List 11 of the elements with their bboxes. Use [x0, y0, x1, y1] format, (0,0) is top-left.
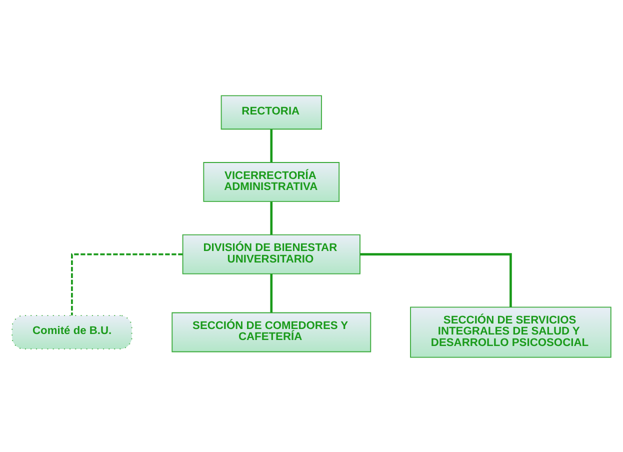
node-box: SECCIÓN DE COMEDORES Y CAFETERÍA: [172, 312, 372, 352]
connector: [360, 252, 512, 307]
node-box: SECCIÓN DE SERVICIOS INTEGRALES DE SALUD Y DESARROLLO PSICOSOCIAL: [410, 306, 612, 358]
connector: [270, 128, 273, 162]
connector: [71, 252, 183, 315]
connector: [270, 201, 273, 234]
node-box: VICERRECTORÍA ADMINISTRATIVA: [203, 162, 340, 202]
connector: [270, 274, 273, 312]
node-box: RECTORIA: [220, 94, 322, 130]
node-box: DIVISIÓN DE BIENESTAR UNIVERSITARIO: [182, 234, 360, 274]
node-box: Comité de B.U.: [12, 314, 132, 349]
